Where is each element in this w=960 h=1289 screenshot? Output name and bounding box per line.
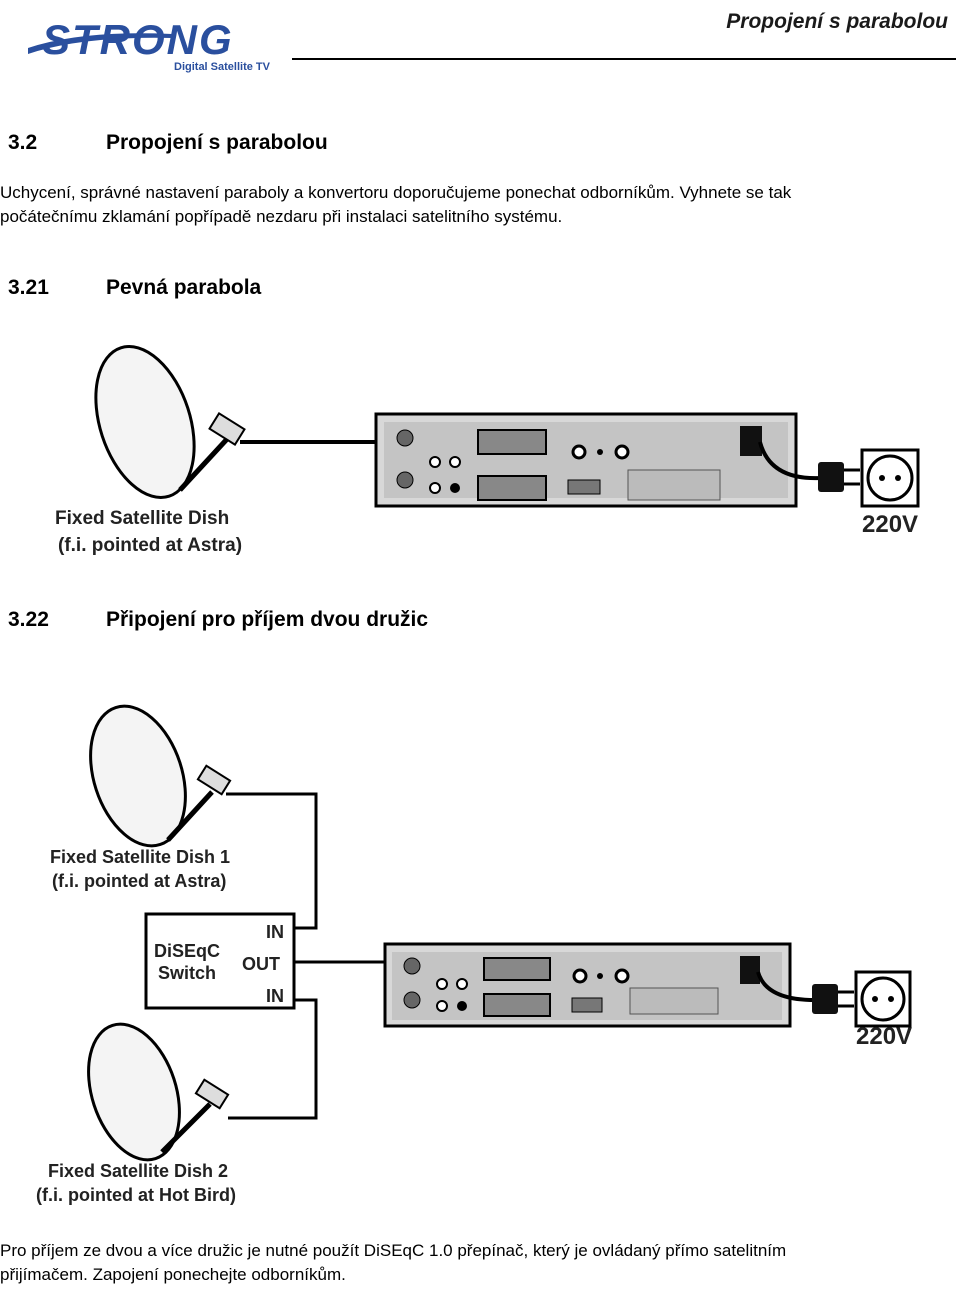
- svg-text:STRONG: STRONG: [42, 16, 234, 63]
- dish1-label-line-2: (f.i. pointed at Astra): [52, 871, 226, 891]
- lnb-1-icon: [196, 764, 232, 796]
- receiver-rear-panel-2: [383, 942, 792, 1028]
- voltage-label: 220V: [862, 511, 918, 538]
- port-out-label: OUT: [242, 954, 280, 974]
- receiver-rear-panel: [374, 412, 798, 508]
- subsection1-heading: 3.21 Pevná parabola: [8, 276, 261, 300]
- lnb-icon: [208, 412, 246, 446]
- subsection2-number: 3.22: [8, 608, 49, 631]
- satellite-dish-icon: [94, 345, 196, 499]
- section-heading: 3.2 Propojení s parabolou: [8, 131, 328, 155]
- fixed-dish-diagram: Fixed Satellite Dish (f.i. pointed at As…: [55, 345, 920, 556]
- subsection2-title: Připojení pro příjem dvou družic: [106, 608, 429, 631]
- header-title: Propojení s parabolou: [726, 10, 948, 33]
- dish1-label-line-1: Fixed Satellite Dish 1: [50, 847, 230, 867]
- wall-socket-icon: [860, 448, 920, 508]
- subsection1-number: 3.21: [8, 276, 49, 299]
- satellite-dish-2-icon: [87, 1022, 181, 1162]
- wall-socket-2-icon: [854, 970, 912, 1028]
- dish2-label-line-1: Fixed Satellite Dish 2: [48, 1161, 228, 1181]
- diseqc-label-line-2: Switch: [158, 963, 216, 983]
- power-plug-2-icon: [812, 984, 838, 1014]
- intro-paragraph: Uchycení, správné nastavení paraboly a k…: [0, 181, 791, 228]
- voltage-label-2: 220V: [856, 1023, 912, 1050]
- section-number: 3.2: [8, 131, 38, 154]
- dish-label-line-2: (f.i. pointed at Astra): [58, 535, 242, 556]
- footer-paragraph: Pro příjem ze dvou a více družic je nutn…: [0, 1239, 786, 1286]
- header-rule: [292, 58, 956, 60]
- dish2-label-line-2: (f.i. pointed at Hot Bird): [36, 1185, 236, 1205]
- svg-text:Digital Satellite TV: Digital Satellite TV: [174, 61, 271, 73]
- intro-line-1: Uchycení, správné nastavení paraboly a k…: [0, 183, 792, 202]
- port-in-1-label: IN: [266, 922, 284, 942]
- diseqc-label-line-1: DiSEqC: [154, 941, 220, 961]
- diseqc-diagram: Fixed Satellite Dish 1 (f.i. pointed at …: [36, 704, 912, 1205]
- section-title: Propojení s parabolou: [106, 131, 328, 154]
- strong-logo: STRONG Digital Satellite TV: [28, 16, 271, 73]
- diseqc-switch: DiSEqC Switch IN OUT IN: [144, 912, 296, 1010]
- subsection1-title: Pevná parabola: [106, 276, 262, 299]
- footer-line-1: Pro příjem ze dvou a více družic je nutn…: [0, 1241, 787, 1260]
- subsection2-heading: 3.22 Připojení pro příjem dvou družic: [8, 608, 428, 632]
- footer-line-2: přijímačem. Zapojení ponechejte odborník…: [0, 1264, 346, 1284]
- intro-line-2: počátečnímu zklamání popřípadě nezdaru p…: [0, 206, 563, 226]
- lnb-2-icon: [194, 1078, 230, 1110]
- satellite-dish-1-icon: [89, 704, 187, 848]
- port-in-2-label: IN: [266, 986, 284, 1006]
- power-plug-icon: [818, 462, 844, 492]
- dish-label-line-1: Fixed Satellite Dish: [55, 508, 229, 529]
